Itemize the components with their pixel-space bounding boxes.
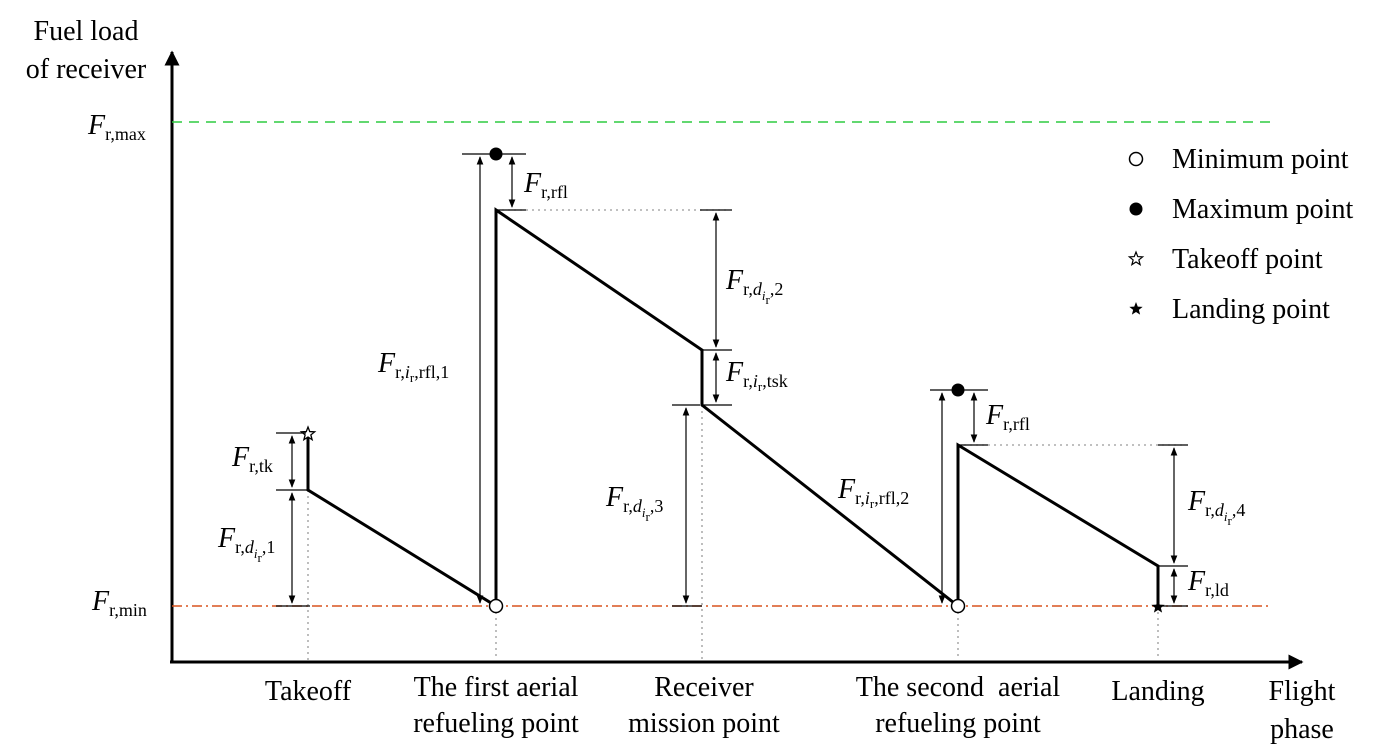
x-axis-title-line2: phase: [1270, 714, 1334, 745]
label-f-rfl-total-2: Fr,ir,rfl,2: [837, 474, 909, 511]
legend: Minimum point Maximum point Takeoff poin…: [1127, 144, 1353, 325]
min-point-marker-2: [950, 598, 966, 614]
phase-label-takeoff: Takeoff: [265, 676, 352, 707]
min-point-marker-1: [488, 598, 504, 614]
hollow-circle-icon: [1128, 151, 1144, 167]
phase-label-refuel-2-line1: The second aerial: [856, 672, 1061, 703]
max-level-label: Fr,max: [87, 110, 146, 144]
label-f-d4: Fr,dir,4: [1187, 486, 1245, 528]
label-f-rfl-total-1: Fr,ir,rfl,1: [377, 348, 449, 385]
phase-label-mission-line1: Receiver: [654, 672, 754, 703]
phase-label-refuel-2-line2: refueling point: [875, 708, 1041, 739]
hollow-star-icon: [1127, 250, 1145, 267]
filled-star-icon: [1129, 302, 1143, 315]
label-f-d3: Fr,dir,3: [605, 482, 663, 524]
label-f-rfl-2: Fr,rfl: [985, 400, 1030, 434]
label-f-tk: Fr,tk: [231, 442, 273, 476]
legend-label-minimum: Minimum point: [1172, 144, 1349, 175]
filled-circle-icon: [1129, 202, 1143, 216]
fuel-profile-line: [306, 207, 1160, 610]
y-axis-title-line1: Fuel load: [34, 16, 139, 47]
legend-label-landing: Landing point: [1172, 294, 1330, 325]
phase-label-refuel-1-line2: refueling point: [413, 708, 579, 739]
label-f-rfl-1: Fr,rfl: [523, 168, 568, 202]
phase-label-landing: Landing: [1111, 676, 1204, 707]
label-f-d2: Fr,dir,2: [725, 265, 783, 307]
legend-label-maximum: Maximum point: [1172, 194, 1353, 225]
y-axis-title-line2: of receiver: [26, 54, 147, 85]
x-axis-title-line1: Flight: [1269, 676, 1336, 707]
phase-label-mission-line2: mission point: [628, 708, 780, 739]
min-level-label: Fr,min: [91, 586, 147, 620]
legend-label-takeoff: Takeoff point: [1172, 244, 1323, 275]
phase-label-refuel-1-line1: The first aerial: [414, 672, 579, 703]
label-f-tsk: Fr,ir,tsk: [725, 357, 788, 394]
label-f-ld: Fr,ld: [1187, 566, 1229, 600]
label-f-d1: Fr,dir,1: [217, 523, 275, 565]
takeoff-point-marker: [299, 425, 317, 442]
